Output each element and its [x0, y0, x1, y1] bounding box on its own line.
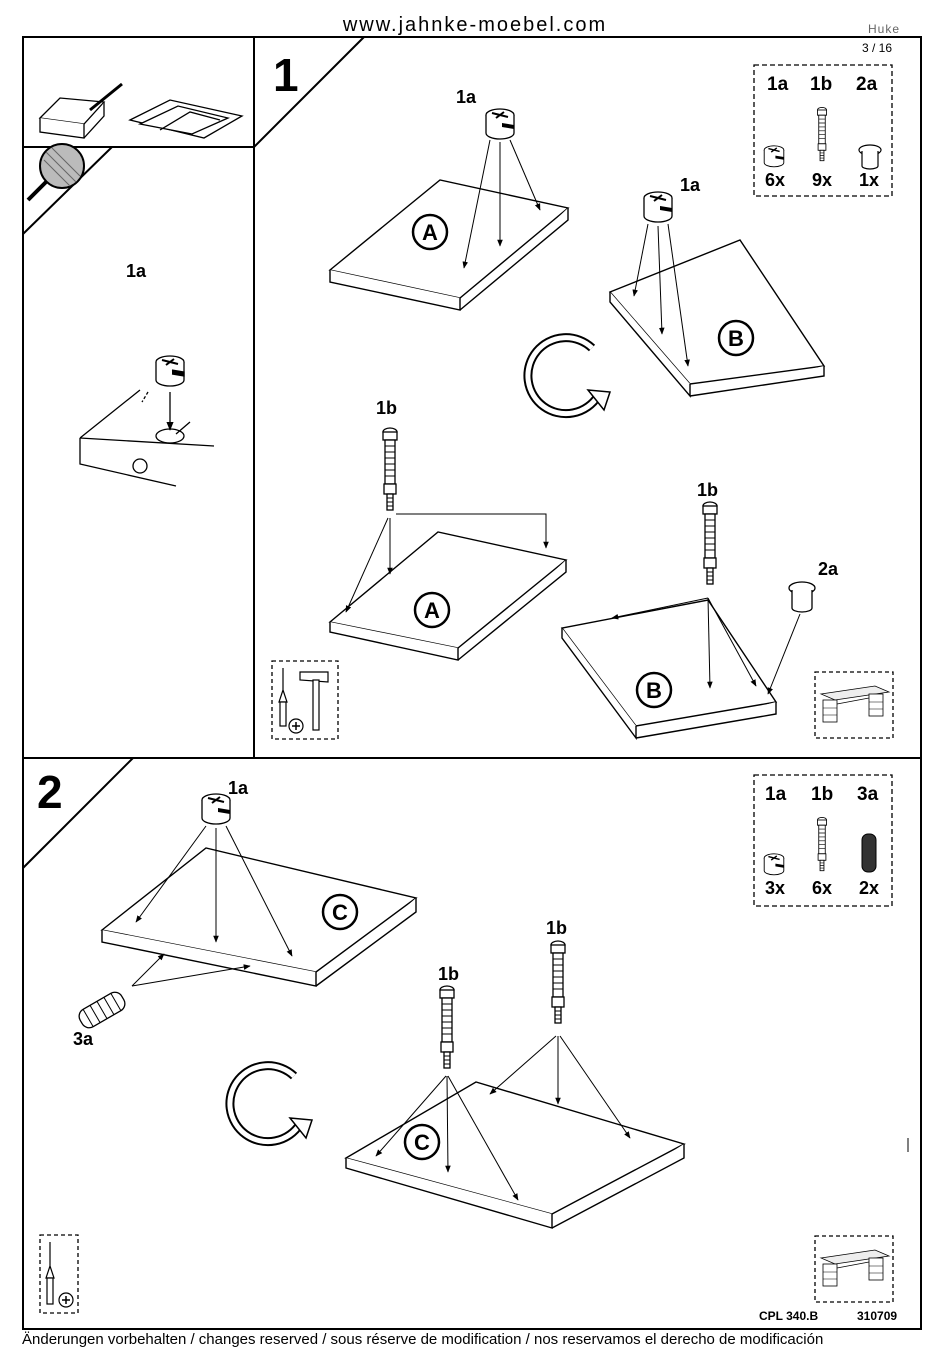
- panel-c-bottom: [344, 1081, 686, 1229]
- callout-bolt-b: 1b: [697, 480, 718, 500]
- brand-label: Huke: [868, 22, 901, 36]
- step1-parts-box: 1a 1b 2a 6x 9x 1x: [753, 64, 893, 197]
- panel-c-label: C: [332, 900, 348, 925]
- panel-b-bottom-label: B: [646, 678, 662, 703]
- website-url: www.jahnke-moebel.com: [342, 14, 608, 36]
- part-count: 6x: [812, 878, 832, 898]
- panel-a-bottom-label: A: [424, 598, 440, 623]
- hammer-icon: [271, 660, 339, 740]
- panel-c-bottom-label: C: [414, 1130, 430, 1155]
- step-2-number: 2: [37, 766, 63, 818]
- desk-preview-icon: [814, 671, 894, 739]
- dowel-icon: [78, 991, 126, 1029]
- page-number: 3 / 16: [862, 41, 893, 55]
- callout-cam-2: 1a: [228, 778, 249, 798]
- callout-dowel: 3a: [73, 1029, 94, 1049]
- magnifier-icon: [26, 143, 85, 202]
- screwdriver-icon: [39, 1234, 79, 1314]
- part-label: 3a: [857, 784, 879, 805]
- callout-bolt-a: 1b: [376, 398, 397, 418]
- part-count: 6x: [765, 170, 785, 190]
- footer-notice: Änderungen vorbehalten / changes reserve…: [22, 1331, 824, 1348]
- side-detail: [79, 355, 215, 487]
- step2-parts-box: 1a 1b 3a 3x 6x 2x: [753, 774, 893, 907]
- cap-icon: [858, 144, 882, 170]
- panel-b-top: [608, 239, 826, 398]
- panel-a-bottom: [328, 531, 568, 661]
- callout-cap: 2a: [818, 559, 839, 579]
- desk-preview-icon: [814, 1235, 894, 1303]
- cap-icon: [788, 581, 816, 613]
- part-count: 3x: [765, 878, 785, 898]
- part-label: 1b: [810, 74, 832, 95]
- panel-b-bottom: [560, 599, 778, 741]
- panel-a-label: A: [422, 220, 438, 245]
- doc-number: 310709: [857, 1309, 898, 1323]
- callout-cam-a: 1a: [456, 87, 477, 107]
- part-label: 2a: [856, 74, 878, 95]
- model-code: CPL 340.B: [759, 1309, 819, 1323]
- page-frame: [22, 36, 922, 1330]
- rotate-icon: [528, 338, 610, 414]
- part-label: 1a: [765, 784, 787, 805]
- part-count: 1x: [859, 170, 879, 190]
- part-count: 2x: [859, 878, 879, 898]
- callout-bolt-left: 1b: [438, 964, 459, 984]
- part-label: 1b: [811, 784, 833, 805]
- panel-c-top: [100, 847, 418, 987]
- dowel-icon: [861, 833, 877, 873]
- part-count: 9x: [812, 170, 832, 190]
- panel-a-top: [328, 179, 570, 311]
- step-1-number: 1: [273, 49, 299, 101]
- box-icon: [38, 82, 244, 139]
- callout-cam-b: 1a: [680, 175, 701, 195]
- part-label: 1a: [767, 74, 789, 95]
- side-label-1a: 1a: [126, 261, 147, 281]
- rotate-icon: [230, 1066, 312, 1142]
- panel-b-label: B: [728, 326, 744, 351]
- callout-bolt-right: 1b: [546, 918, 567, 938]
